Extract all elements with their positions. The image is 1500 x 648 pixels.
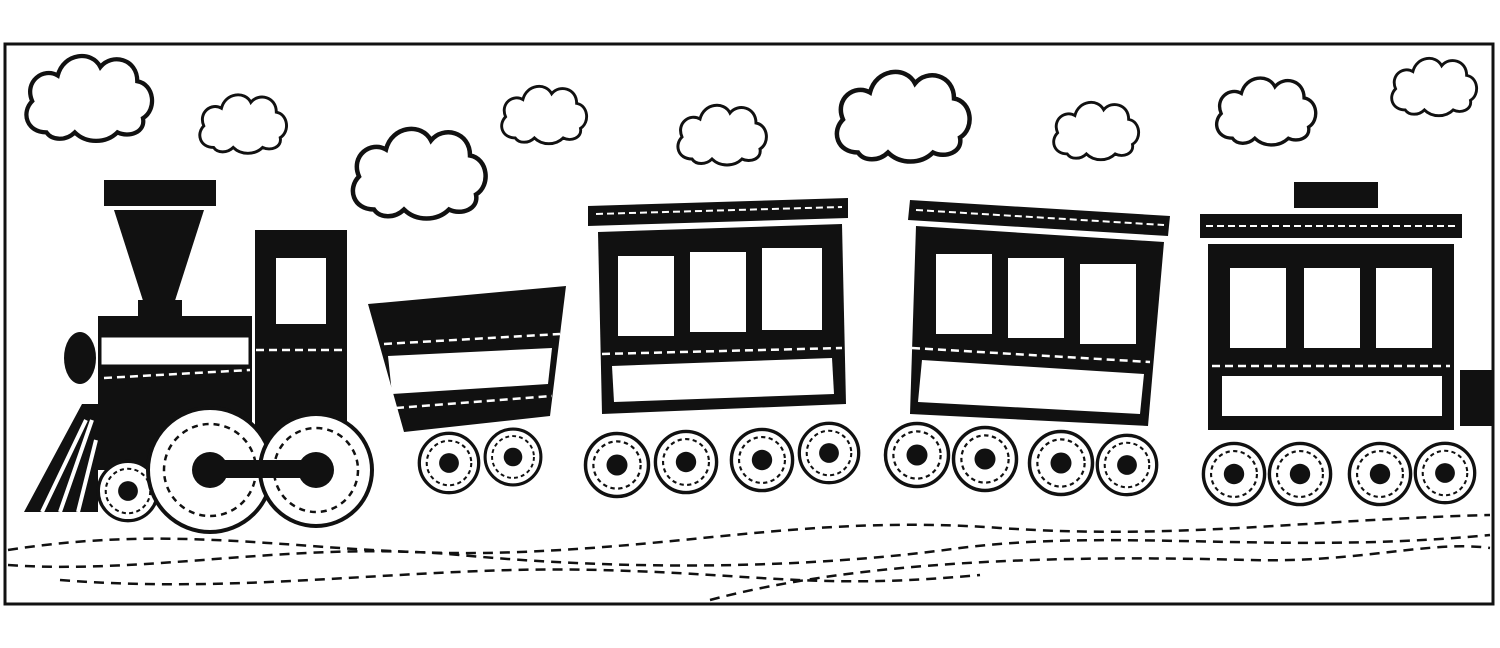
wheel bbox=[483, 427, 543, 487]
coal-tender bbox=[368, 286, 566, 495]
wheel bbox=[1095, 433, 1159, 497]
wheel bbox=[417, 431, 481, 495]
headlight bbox=[64, 332, 96, 384]
wheel bbox=[1413, 441, 1477, 505]
wheel bbox=[1027, 429, 1095, 497]
coupler bbox=[1460, 370, 1494, 426]
locomotive bbox=[24, 180, 374, 534]
cab-window bbox=[276, 258, 326, 324]
wheel bbox=[653, 429, 719, 495]
smokestack bbox=[114, 210, 204, 310]
ground-lines bbox=[7, 513, 1491, 602]
connecting-rod bbox=[210, 460, 318, 478]
wheel bbox=[797, 421, 861, 485]
wheel bbox=[883, 421, 951, 489]
passenger-car bbox=[583, 198, 861, 499]
wheel bbox=[729, 427, 795, 493]
wheel bbox=[951, 425, 1019, 493]
wheel bbox=[583, 431, 651, 499]
smokestack-cap bbox=[104, 180, 216, 206]
wheel bbox=[1201, 441, 1267, 507]
passenger-car bbox=[883, 200, 1170, 497]
caboose bbox=[1200, 182, 1494, 507]
wheel bbox=[1267, 441, 1333, 507]
wheel bbox=[1347, 441, 1413, 507]
